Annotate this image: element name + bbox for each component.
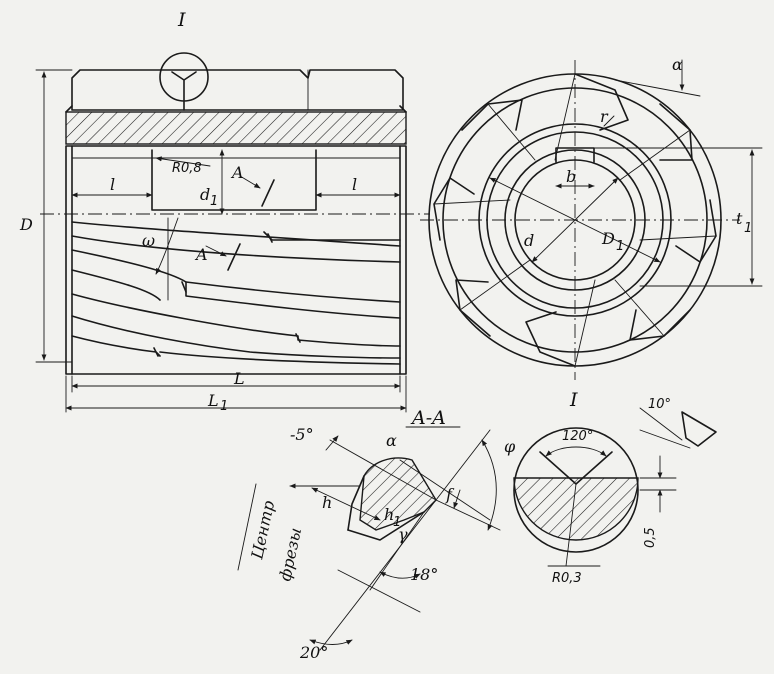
end-view [420, 59, 763, 380]
D-label: D [19, 215, 33, 234]
h1-sub-label: 1 [393, 515, 401, 530]
h-label: h [322, 493, 332, 512]
center-word-1: Центр [247, 499, 278, 562]
section-title: A-A [410, 407, 446, 429]
hatched-band [65, 111, 407, 145]
d-label: d [524, 231, 534, 250]
section-mark-bottom: A [194, 245, 208, 264]
t1-label: t [736, 209, 743, 228]
d1-label: d [200, 185, 210, 204]
r-label: r [600, 107, 609, 126]
side-view [35, 52, 430, 413]
gamma-label: γ [398, 525, 408, 544]
tip-detail [639, 407, 717, 513]
t1-sub-label: 1 [744, 221, 752, 236]
D1-label: D [601, 229, 615, 248]
section-a-a [289, 426, 501, 651]
dim-05-label: 0,5 [643, 527, 658, 548]
h1-label: h [384, 505, 394, 524]
L1-label: L [207, 391, 219, 410]
alpha-small-label: α [386, 431, 397, 450]
left-l-label: l [110, 175, 115, 194]
alpha-label: α [672, 55, 683, 74]
right-l-label: l [352, 175, 357, 194]
L-label: L [233, 369, 245, 388]
angle-minus5-label: -5° [290, 425, 314, 444]
radius-top-label: R0,8 [172, 161, 202, 176]
detail-ref-label: I [177, 9, 186, 31]
section-mark-top: A [230, 163, 244, 182]
d1-sub-label: 1 [210, 194, 218, 209]
angle-20-label: 20° [299, 643, 328, 662]
D1-sub-label: 1 [616, 239, 624, 254]
detail-title: I [569, 389, 578, 411]
angle-18-label: 18° [410, 565, 438, 584]
angle-120-label: 120° [562, 429, 593, 444]
radius-small-label: R0,3 [552, 571, 582, 586]
f-label: f [445, 485, 455, 504]
omega-label: ω [142, 231, 155, 250]
b-label: b [566, 167, 576, 186]
angle-10-label: 10° [648, 397, 671, 412]
detail-i [513, 427, 639, 567]
center-word-2: фрезы [275, 526, 305, 583]
phi-label: φ [504, 437, 516, 456]
L1-sub-label: 1 [220, 399, 228, 414]
